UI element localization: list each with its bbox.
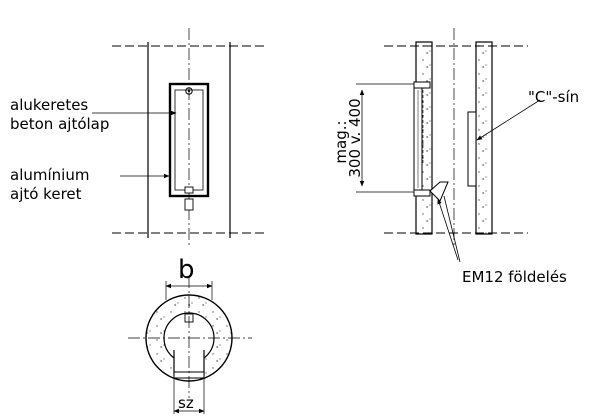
c-rail — [467, 111, 477, 187]
door-frame — [168, 82, 210, 198]
label-door-panel-1: alukeretes — [10, 96, 88, 114]
label-earthing: EM12 földelés — [462, 268, 567, 286]
plan-section — [128, 276, 252, 414]
label-door-frame-2: ajtó keret — [10, 185, 82, 203]
label-door-frame-1: alumínium — [10, 166, 89, 184]
label-c-rail: "C"-sín — [528, 88, 579, 106]
label-dim-sz: sz — [178, 394, 194, 412]
section-earthing-bracket — [429, 181, 449, 202]
door-hinge — [184, 186, 194, 194]
section-door-bottom-frame — [413, 189, 431, 197]
label-height-1: mag.: — [332, 120, 350, 163]
earthing-lug — [184, 198, 194, 211]
section-door-top-frame — [413, 81, 431, 89]
section-wall-right — [475, 41, 493, 235]
leader-c-rail — [476, 99, 541, 141]
label-height-2: 300 v. 400 — [346, 98, 364, 177]
door-lock — [185, 87, 193, 95]
label-door-panel-2: beton ajtólap — [10, 115, 109, 133]
section-view — [384, 28, 541, 263]
label-dim-b: b — [178, 255, 195, 285]
height-dimension — [356, 83, 414, 193]
leader-earthing-2 — [443, 195, 461, 263]
front-view — [92, 28, 264, 248]
leader-earthing — [437, 198, 459, 261]
